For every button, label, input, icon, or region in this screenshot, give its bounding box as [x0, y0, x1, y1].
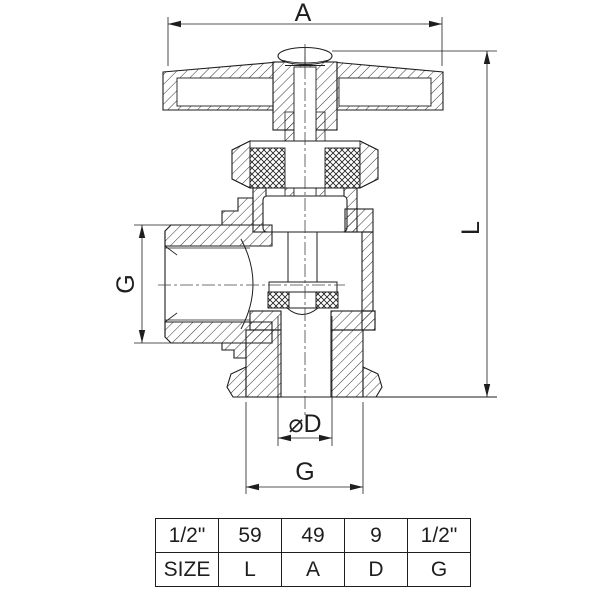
dimension-l-right: L — [332, 50, 497, 397]
spec-row-values: 1/2" 59 49 9 1/2" — [155, 518, 471, 553]
side-port — [164, 224, 273, 344]
dim-label-g-bottom: G — [295, 458, 314, 486]
dimension-a-top: A — [167, 0, 443, 66]
centerlines — [158, 44, 345, 418]
spec-table: 1/2" 59 49 9 1/2" SIZE L A D G — [155, 518, 471, 587]
spec-cell-a-label: A — [281, 552, 345, 587]
dim-label-a: A — [295, 0, 312, 27]
spec-cell-a-value: 49 — [281, 518, 345, 553]
handwheel — [162, 61, 444, 131]
spec-cell-g-label: G — [407, 552, 471, 587]
spec-cell-l-label: L — [218, 552, 282, 587]
spec-cell-size-label: SIZE — [155, 552, 219, 587]
dimension-g-bottom: G — [245, 402, 364, 494]
dim-label-l: L — [457, 221, 485, 235]
spec-cell-d-label: D — [344, 552, 408, 587]
dimension-g-side: G — [112, 224, 222, 344]
valve-body — [221, 197, 376, 359]
spec-table-container: 1/2" 59 49 9 1/2" SIZE L A D G — [155, 518, 471, 587]
dim-label-d: ⌀D — [288, 410, 321, 438]
spec-cell-l-value: 59 — [218, 518, 282, 553]
disc-assembly — [267, 232, 339, 315]
dim-label-g-side: G — [112, 274, 140, 293]
spec-cell-size-value: 1/2" — [155, 518, 219, 553]
spec-cell-d-value: 9 — [344, 518, 408, 553]
spec-cell-g-value: 1/2" — [407, 518, 471, 553]
spec-row-labels: SIZE L A D G — [155, 552, 471, 587]
dimension-d-bottom: ⌀D — [277, 316, 333, 446]
